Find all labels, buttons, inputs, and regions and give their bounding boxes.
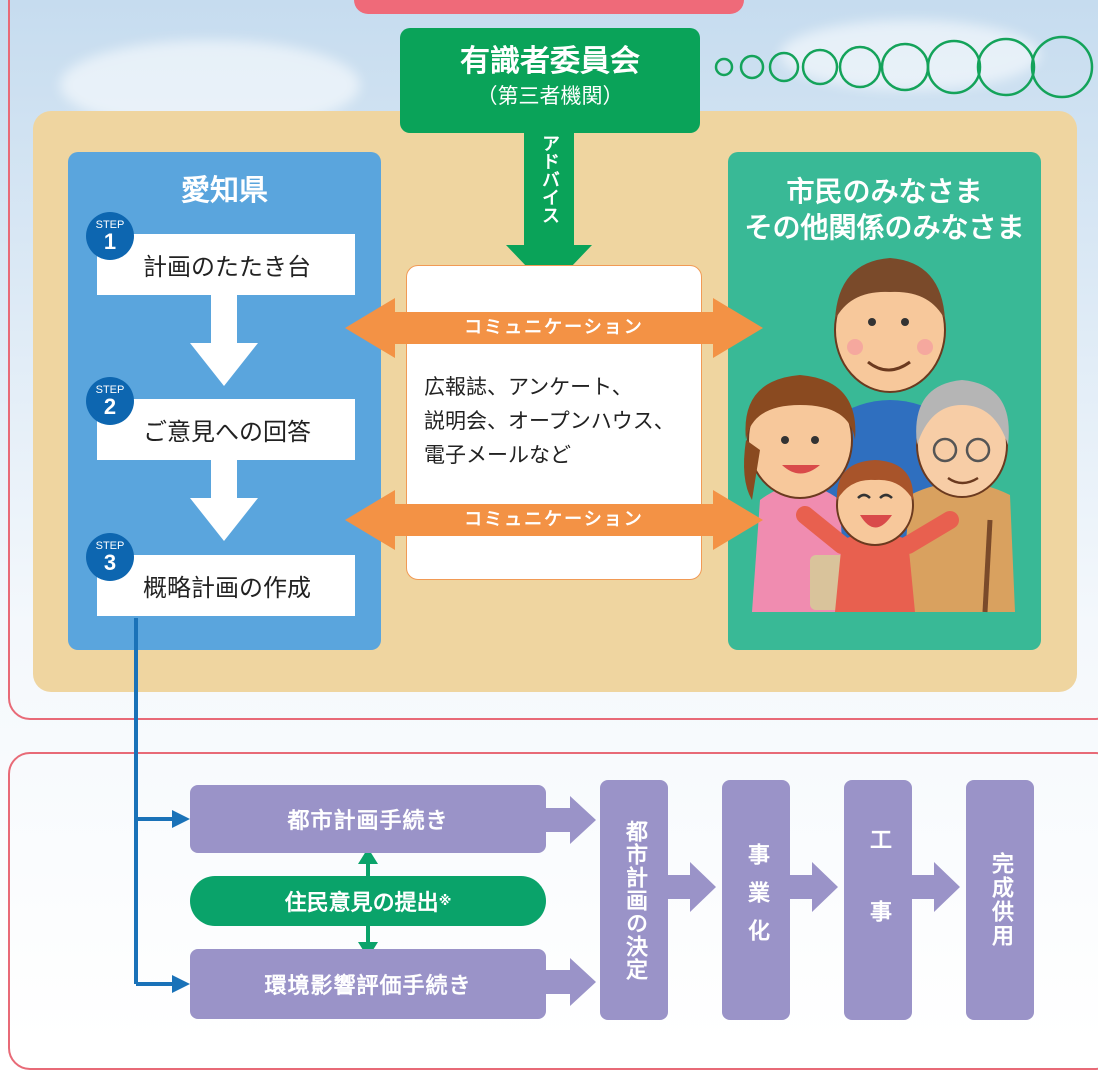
step-3-box: 概略計画の作成 (97, 555, 355, 616)
step-badge-word: STEP (95, 384, 125, 396)
step-number: 3 (103, 550, 117, 575)
citizens-title: 市民のみなさま その他関係のみなさま (728, 174, 1041, 246)
environmental-procedure: 環境影響評価手続き (190, 949, 546, 1019)
step-2-badge: STEP 2 (86, 377, 134, 425)
methods-line-2: 説明会、オープンハウス、 (424, 409, 675, 433)
opinion-note-mark: ※ (438, 893, 452, 909)
environmental-label: 環境影響評価手続き (264, 974, 472, 999)
step-1-badge: STEP 1 (86, 212, 134, 260)
communication-label-bottom: コミュニケーション (464, 509, 644, 530)
step-2-box: ご意見への回答 (97, 399, 355, 460)
step-3-badge: STEP 3 (86, 533, 134, 581)
stage-label: 都市計画の決定 (622, 819, 647, 981)
family-illustration (744, 258, 1015, 613)
stage-completion: 完成供用 (966, 780, 1034, 1020)
methods-line-1: 広報誌、アンケート、 (424, 375, 633, 399)
step-number: 2 (103, 394, 117, 419)
step-number: 1 (103, 229, 117, 254)
down-arrow-icon (190, 295, 258, 541)
flow-lines (134, 618, 960, 1006)
methods-line-3: 電子メールなど (424, 443, 571, 467)
bubble-circles-icon (714, 35, 1094, 99)
stage-project-launch: 事業化 (722, 780, 790, 1020)
cloud (780, 20, 1040, 90)
committee-box: 有識者委員会 （第三者機関） (400, 28, 700, 133)
header-tab (354, 0, 744, 14)
communication-label-top: コミュニケーション (464, 317, 644, 338)
double-arrow-icon (345, 298, 763, 550)
stage-urban-planning-decision: 都市計画の決定 (600, 780, 668, 1020)
stage-construction: 工事 (844, 780, 912, 1020)
urban-planning-label: 都市計画手続き (287, 809, 449, 834)
citizens-title-line1: 市民のみなさま (786, 175, 983, 208)
opinion-pill: 住民意見の提出※ (190, 876, 546, 926)
advice-label: アドバイス (539, 134, 560, 224)
step-1-box: 計画のたたき台 (97, 234, 355, 295)
urban-planning-procedure: 都市計画手続き (190, 785, 546, 853)
opinion-label: 住民意見の提出 (284, 891, 439, 916)
stage-label: 完成供用 (988, 852, 1013, 948)
stage-label: 工事 (866, 828, 891, 972)
advice-arrow-icon (506, 133, 592, 290)
step-2-label: ご意見への回答 (143, 418, 311, 446)
citizens-title-line2: その他関係のみなさま (744, 211, 1025, 244)
step-3-label: 概略計画の作成 (143, 574, 311, 602)
step-badge-word: STEP (95, 219, 125, 231)
upper-frame (8, 0, 1098, 720)
committee-subtitle: （第三者機関） (476, 84, 624, 108)
committee-title: 有識者委員会 (460, 44, 640, 79)
step-badge-word: STEP (95, 540, 125, 552)
stage-label: 事業化 (744, 843, 769, 957)
prefecture-title: 愛知県 (180, 173, 268, 207)
methods-list: 広報誌、アンケート、 説明会、オープンハウス、 電子メールなど (424, 370, 694, 472)
step-1-label: 計画のたたき台 (143, 253, 311, 281)
